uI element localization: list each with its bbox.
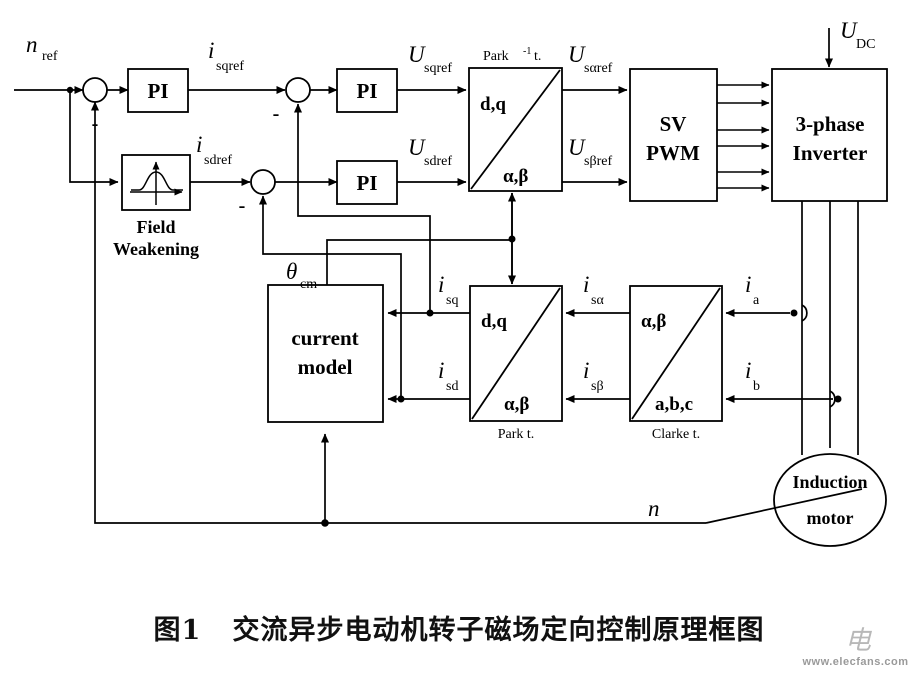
svg-text:i: i bbox=[208, 38, 214, 63]
svg-text:a: a bbox=[753, 293, 760, 308]
clarke-title: Clarke t. bbox=[652, 427, 700, 442]
label-n-ref: n ref bbox=[26, 32, 58, 64]
wire-theta-cm-to-parks bbox=[508, 192, 516, 285]
pi-speed-label: PI bbox=[148, 79, 169, 103]
park-inverse-title: Park bbox=[483, 49, 509, 64]
svg-text:U: U bbox=[408, 135, 426, 160]
block-current-model bbox=[267, 284, 384, 423]
svg-text:ref: ref bbox=[42, 49, 58, 64]
label-u-dc: U DC bbox=[840, 18, 875, 52]
label-i-sbeta: i sβ bbox=[583, 358, 604, 394]
clarke-input-label: α,β bbox=[641, 311, 666, 332]
block-sv-pwm bbox=[629, 68, 718, 202]
svg-text:i: i bbox=[745, 358, 751, 383]
svg-text:i: i bbox=[438, 358, 444, 383]
svg-text:sβref: sβref bbox=[584, 154, 612, 169]
label-i-sdref: i sdref bbox=[196, 132, 232, 168]
wire-speed-feedback-rail bbox=[91, 101, 706, 524]
svg-text:sdref: sdref bbox=[424, 154, 452, 169]
svg-text:DC: DC bbox=[856, 37, 875, 52]
svg-text:sα: sα bbox=[591, 293, 604, 308]
svg-text:sdref: sdref bbox=[204, 153, 232, 168]
svg-text:i: i bbox=[583, 358, 589, 383]
svg-text:sαref: sαref bbox=[584, 61, 613, 76]
svg-text:i: i bbox=[583, 272, 589, 297]
label-i-a: i a bbox=[745, 272, 760, 308]
minus-sign-d: - bbox=[239, 195, 246, 217]
label-u-sdref: U sdref bbox=[408, 135, 452, 169]
minus-sign-q: - bbox=[273, 103, 280, 125]
svg-text:b: b bbox=[753, 379, 760, 394]
block-field-weakening bbox=[121, 154, 191, 211]
park-inverse-title-suffix: t. bbox=[534, 49, 541, 64]
svg-text:i: i bbox=[196, 132, 202, 157]
park-title: Park t. bbox=[498, 427, 535, 442]
motor-shaft-line bbox=[705, 488, 863, 524]
motor-label-line2: motor bbox=[807, 508, 854, 528]
figure-caption: 图1 交流异步电动机转子磁场定向控制原理框图 bbox=[153, 615, 765, 646]
pi-q-label: PI bbox=[357, 79, 378, 103]
wires-gate-drive bbox=[717, 81, 770, 192]
label-u-sqref: U sqref bbox=[408, 42, 452, 76]
park-inverse-superscript: -1 bbox=[523, 46, 531, 57]
block-inverter bbox=[771, 68, 888, 202]
svg-text:sq: sq bbox=[446, 293, 458, 308]
inverter-label-line1: 3-phase bbox=[796, 112, 865, 136]
svg-text:U: U bbox=[840, 18, 858, 43]
park-output-label: α,β bbox=[504, 394, 529, 415]
label-i-sd: i sd bbox=[438, 358, 458, 394]
summing-junction-q bbox=[285, 77, 311, 103]
svg-text:i: i bbox=[438, 272, 444, 297]
svg-text:θ: θ bbox=[286, 259, 297, 284]
svg-text:sd: sd bbox=[446, 379, 458, 394]
label-u-saref: U sαref bbox=[568, 42, 613, 76]
field-weakening-label-line1: Field bbox=[137, 217, 176, 237]
block-clarke bbox=[629, 285, 723, 422]
block-pi-d bbox=[336, 160, 398, 205]
svg-text:n: n bbox=[26, 32, 38, 57]
pi-d-label: PI bbox=[357, 171, 378, 195]
clarke-output-label: a,b,c bbox=[655, 394, 693, 415]
figure-caption-wrapper: 图1 交流异步电动机转子磁场定向控制原理框图 bbox=[0, 608, 918, 647]
inverter-label-line2: Inverter bbox=[793, 141, 868, 165]
park-input-label: d,q bbox=[481, 311, 507, 332]
wire-speed-to-current-model bbox=[321, 433, 329, 527]
current-sensor-phase-b bbox=[829, 390, 842, 408]
svg-text:U: U bbox=[568, 135, 586, 160]
inverter-phase-lines bbox=[801, 201, 859, 455]
current-sensor-phase-a bbox=[790, 304, 808, 322]
svg-text:sqref: sqref bbox=[424, 61, 452, 76]
svg-text:cm: cm bbox=[300, 277, 317, 292]
label-n-feedback: n bbox=[648, 496, 660, 521]
current-model-label-line1: current bbox=[291, 326, 358, 350]
label-i-sq: i sq bbox=[438, 272, 458, 308]
label-i-b: i b bbox=[745, 358, 760, 394]
svg-text:i: i bbox=[745, 272, 751, 297]
summing-junction-d bbox=[250, 169, 276, 195]
block-park bbox=[469, 285, 563, 422]
svg-text:sβ: sβ bbox=[591, 379, 604, 394]
svg-text:U: U bbox=[568, 42, 586, 67]
svg-text:n: n bbox=[648, 496, 660, 521]
wire-nref-branch-fw bbox=[66, 86, 119, 186]
summing-junction-speed bbox=[82, 77, 108, 103]
label-i-salpha: i sα bbox=[583, 272, 604, 308]
current-model-label-line2: model bbox=[298, 355, 353, 379]
block-park-inverse bbox=[468, 67, 563, 192]
label-theta-cm: θ cm bbox=[286, 259, 317, 292]
svg-text:U: U bbox=[408, 42, 426, 67]
block-induction-motor bbox=[773, 453, 887, 547]
motor-label-line1: Induction bbox=[792, 472, 867, 492]
sv-pwm-label-line2: PWM bbox=[646, 141, 700, 165]
park-inverse-input-label: d,q bbox=[480, 94, 506, 115]
label-i-sqref: i sqref bbox=[208, 38, 244, 74]
label-u-sbref: U sβref bbox=[568, 135, 612, 169]
sv-pwm-label-line1: SV bbox=[660, 112, 687, 136]
block-pi-q bbox=[336, 68, 398, 113]
field-weakening-label-line2: Weakening bbox=[113, 239, 199, 259]
park-inverse-output-label: α,β bbox=[503, 166, 528, 187]
wire-theta-cm-route bbox=[326, 239, 512, 285]
svg-text:sqref: sqref bbox=[216, 59, 244, 74]
